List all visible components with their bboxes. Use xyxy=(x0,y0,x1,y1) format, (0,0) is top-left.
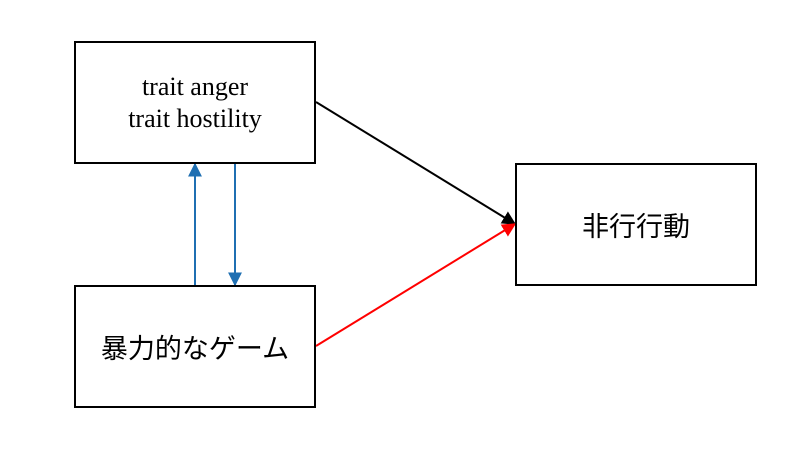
node-trait-anger-hostility: trait anger trait hostility xyxy=(74,41,316,164)
arrow-game-to-delinquency xyxy=(315,223,517,347)
arrow-traits-to-delinquency xyxy=(315,101,517,225)
node-violent-game: 暴力的なゲーム xyxy=(74,285,316,408)
node-delinquent-behavior: 非行行動 xyxy=(515,163,757,286)
node-violent-game-label: 暴力的なゲーム xyxy=(100,334,290,365)
node-delinquency-label: 非行行動 xyxy=(582,212,690,243)
node-traits-line-1: trait anger xyxy=(141,71,249,101)
node-traits-line-2: trait hostility xyxy=(128,103,262,133)
